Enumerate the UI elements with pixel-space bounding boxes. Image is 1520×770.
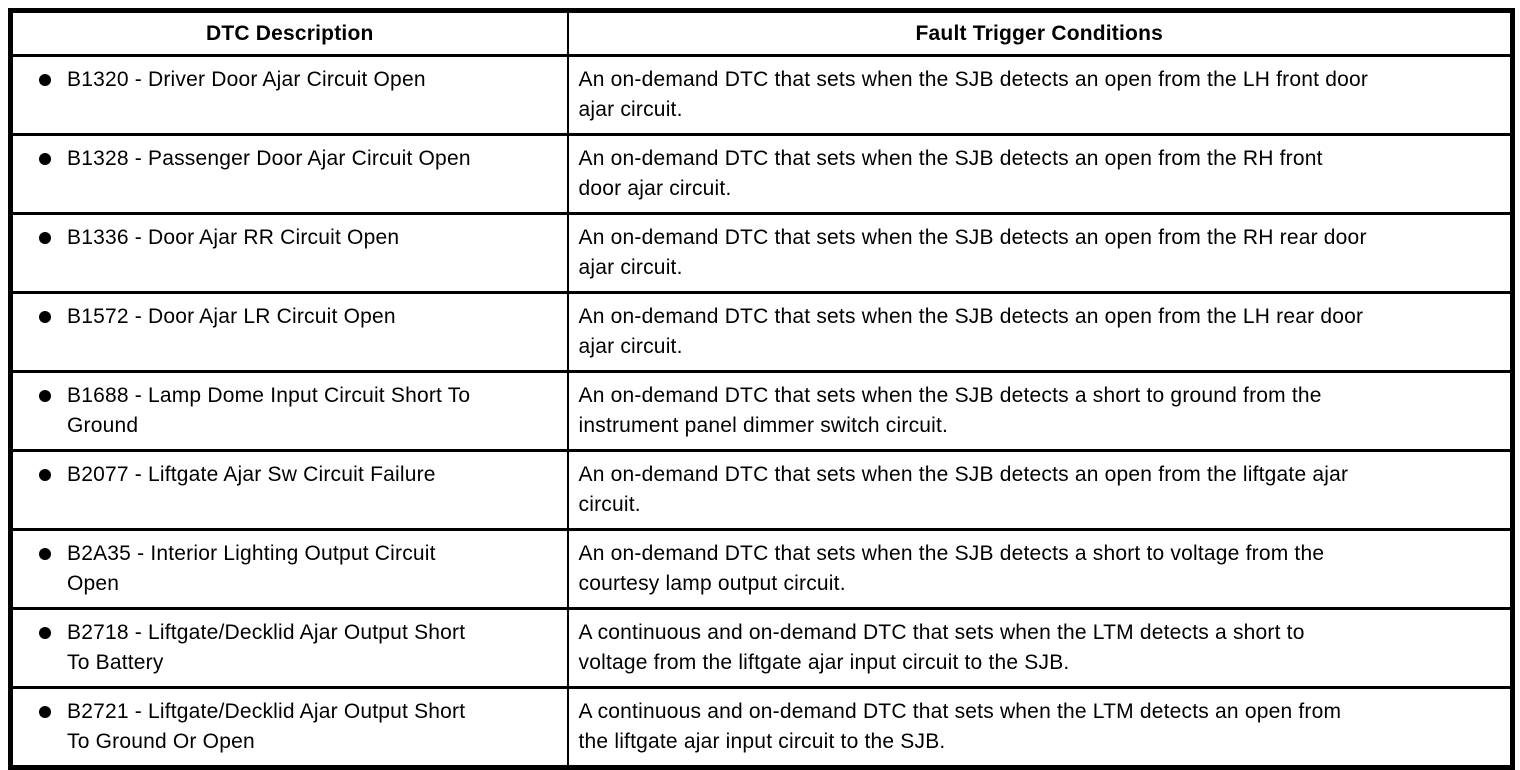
condition-cell: An on-demand DTC that sets when the SJB … [566,370,1513,451]
column-header-dtc-description: DTC Description [10,10,568,57]
condition-cell: An on-demand DTC that sets when the SJB … [566,449,1513,530]
dtc-code-label: B1572 - Door Ajar LR Circuit Open [67,305,396,328]
dtc-code-label: B2A35 - Interior Lighting Output Circuit… [67,542,436,595]
condition-text: An on-demand DTC that sets when the SJB … [578,68,1369,121]
condition-cell: A continuous and on-demand DTC that sets… [566,686,1513,768]
dtc-code-label: B2721 - Liftgate/Decklid Ajar Output Sho… [67,700,466,753]
condition-cell: An on-demand DTC that sets when the SJB … [566,291,1513,372]
bullet-icon [39,548,51,560]
bullet-icon [39,153,51,165]
dtc-code-label: B1320 - Driver Door Ajar Circuit Open [67,68,426,91]
condition-text: An on-demand DTC that sets when the SJB … [578,463,1349,516]
column-header-fault-trigger-conditions: Fault Trigger Conditions [566,10,1513,57]
condition-text: An on-demand DTC that sets when the SJB … [578,542,1325,595]
condition-text: An on-demand DTC that sets when the SJB … [578,147,1323,200]
dtc-code-label: B1328 - Passenger Door Ajar Circuit Open [67,147,471,170]
condition-text: An on-demand DTC that sets when the SJB … [578,305,1364,358]
condition-text: A continuous and on-demand DTC that sets… [578,621,1305,674]
condition-cell: An on-demand DTC that sets when the SJB … [566,528,1513,609]
dtc-cell: B1320 - Driver Door Ajar Circuit Open [10,54,568,135]
condition-text: An on-demand DTC that sets when the SJB … [578,384,1322,437]
condition-cell: An on-demand DTC that sets when the SJB … [566,54,1513,135]
table-row: B1688 - Lamp Dome Input Circuit Short To… [10,370,1513,451]
dtc-cell: B1688 - Lamp Dome Input Circuit Short To… [10,370,568,451]
dtc-fault-table: DTC Description Fault Trigger Conditions… [8,8,1515,770]
bullet-icon [39,311,51,323]
dtc-cell: B2A35 - Interior Lighting Output Circuit… [10,528,568,609]
bullet-icon [39,627,51,639]
bullet-icon [39,706,51,718]
dtc-cell: B1328 - Passenger Door Ajar Circuit Open [10,133,568,214]
dtc-code-label: B2718 - Liftgate/Decklid Ajar Output Sho… [67,621,466,674]
dtc-code-label: B1688 - Lamp Dome Input Circuit Short To… [67,384,471,437]
table-row: B2077 - Liftgate Ajar Sw Circuit Failure… [10,449,1513,530]
table-row: B1328 - Passenger Door Ajar Circuit Open… [10,133,1513,214]
condition-cell: A continuous and on-demand DTC that sets… [566,607,1513,688]
bullet-icon [39,232,51,244]
table-row: B2721 - Liftgate/Decklid Ajar Output Sho… [10,686,1513,768]
table-row: B1320 - Driver Door Ajar Circuit Open An… [10,54,1513,135]
table-row: B2718 - Liftgate/Decklid Ajar Output Sho… [10,607,1513,688]
dtc-cell: B2077 - Liftgate Ajar Sw Circuit Failure [10,449,568,530]
condition-cell: An on-demand DTC that sets when the SJB … [566,212,1513,293]
condition-cell: An on-demand DTC that sets when the SJB … [566,133,1513,214]
table-row: B1572 - Door Ajar LR Circuit Open An on-… [10,291,1513,372]
table-row: B2A35 - Interior Lighting Output Circuit… [10,528,1513,609]
bullet-icon [39,390,51,402]
dtc-cell: B2721 - Liftgate/Decklid Ajar Output Sho… [10,686,568,768]
condition-text: An on-demand DTC that sets when the SJB … [578,226,1367,279]
dtc-cell: B2718 - Liftgate/Decklid Ajar Output Sho… [10,607,568,688]
dtc-cell: B1572 - Door Ajar LR Circuit Open [10,291,568,372]
bullet-icon [39,74,51,86]
condition-text: A continuous and on-demand DTC that sets… [578,700,1342,753]
dtc-code-label: B1336 - Door Ajar RR Circuit Open [67,226,400,249]
table-row: B1336 - Door Ajar RR Circuit Open An on-… [10,212,1513,293]
header-row: DTC Description Fault Trigger Conditions [10,10,1513,57]
bullet-icon [39,469,51,481]
dtc-cell: B1336 - Door Ajar RR Circuit Open [10,212,568,293]
dtc-code-label: B2077 - Liftgate Ajar Sw Circuit Failure [67,463,436,486]
